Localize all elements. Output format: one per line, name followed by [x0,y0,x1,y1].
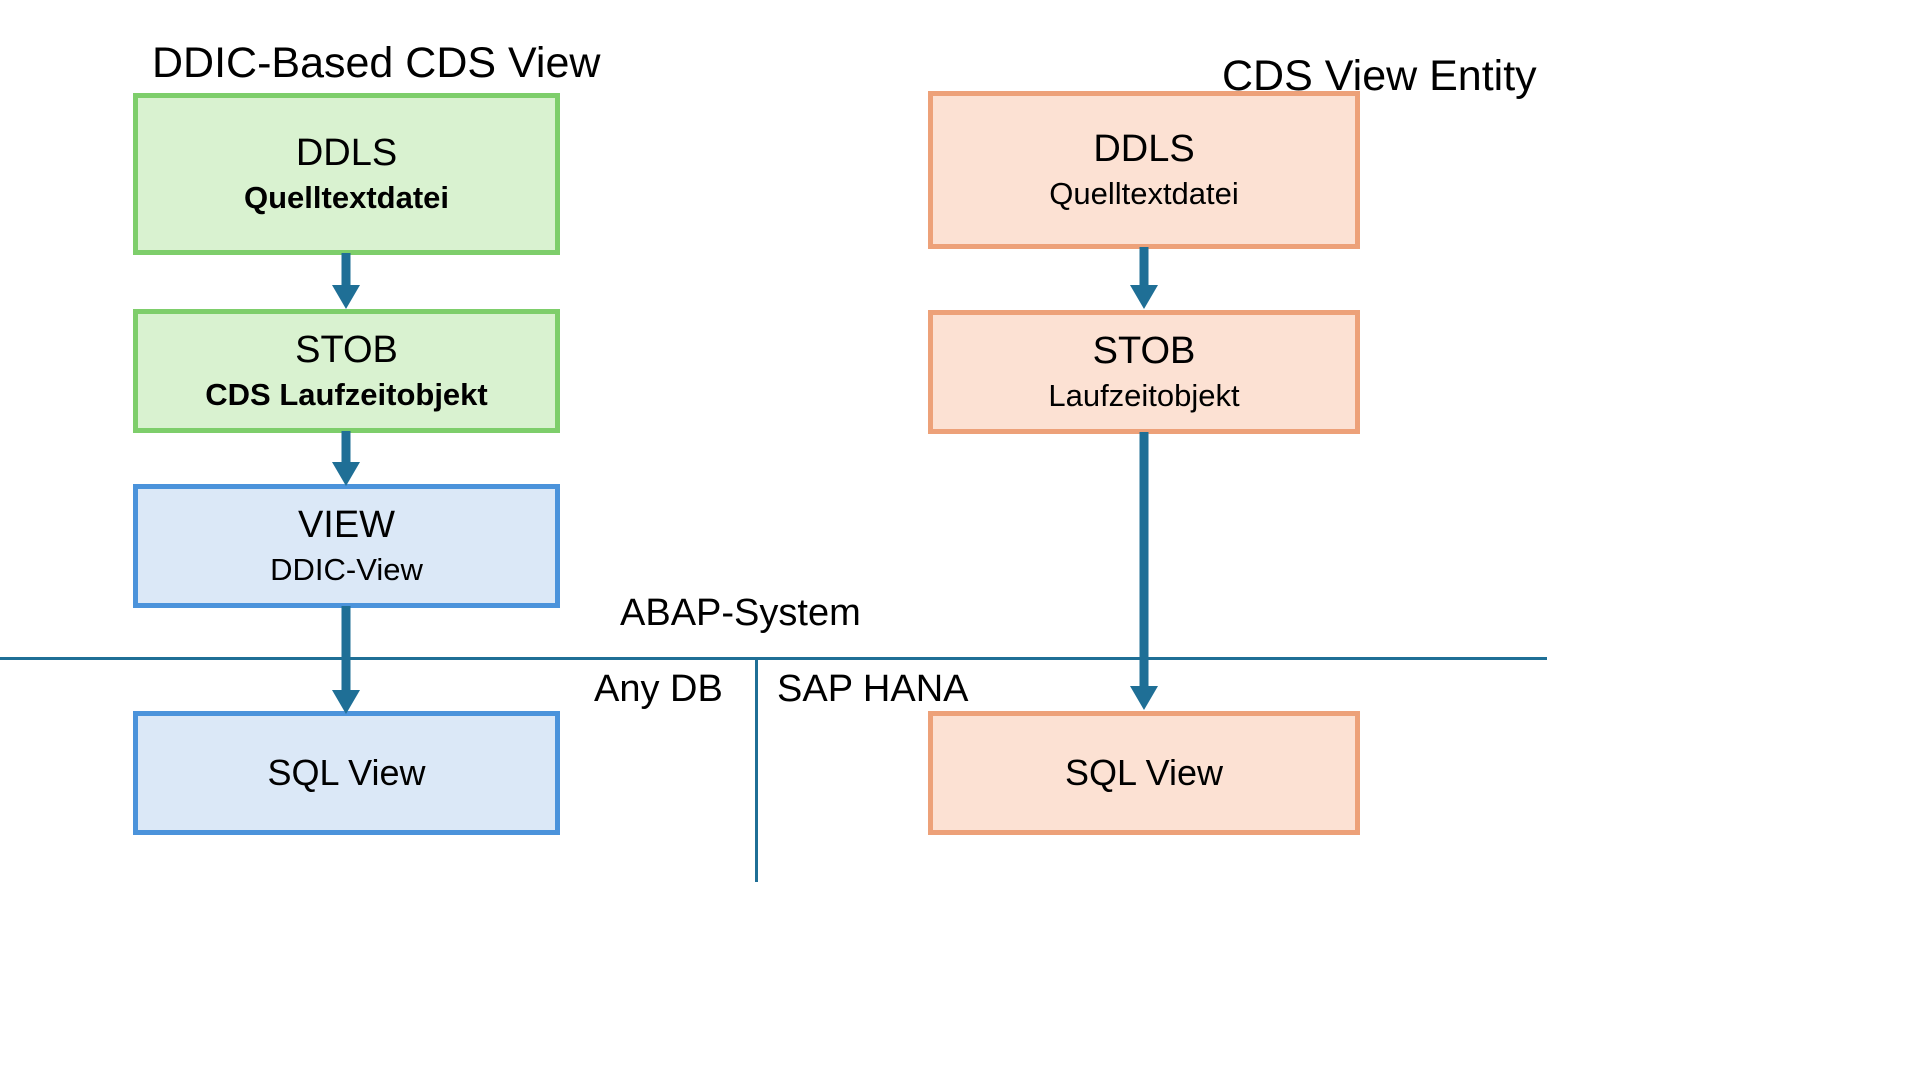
node-stob-left-subtitle: CDS Laufzeitobjekt [205,376,488,412]
node-stob-right-subtitle: Laufzeitobjekt [1048,377,1240,413]
node-stob-right-title: STOB [1092,330,1196,373]
node-sql-view-left[interactable]: SQL View [133,711,560,835]
node-sql-view-right[interactable]: SQL View [928,711,1360,835]
label-sap-hana: SAP HANA [777,668,969,710]
column-title-cds-view-entity: CDS View Entity [1222,52,1537,100]
abap-system-boundary-line [0,657,1547,660]
label-any-db: Any DB [594,668,723,710]
node-view-left-subtitle: DDIC-View [270,551,423,587]
database-split-line [755,657,758,882]
node-ddls-right-subtitle: Quelltextdatei [1049,175,1239,211]
node-ddls-left-subtitle: Quelltextdatei [244,179,449,215]
column-title-ddic-based-cds-view: DDIC-Based CDS View [152,39,601,87]
node-ddls-right-title: DDLS [1093,128,1195,171]
node-view-left-title: VIEW [297,504,396,547]
arrow-ddls-to-stob-right [1130,247,1158,309]
arrow-stob-to-sql-right [1130,432,1158,710]
label-abap-system: ABAP-System [620,592,861,634]
node-ddls-left-title: DDLS [295,132,398,175]
arrow-ddls-to-stob-left [332,253,360,309]
node-sql-view-left-title: SQL View [267,751,426,793]
node-stob-right[interactable]: STOB Laufzeitobjekt [928,310,1360,434]
node-view-left[interactable]: VIEW DDIC-View [133,484,560,608]
node-stob-left[interactable]: STOB CDS Laufzeitobjekt [133,309,560,433]
arrow-view-to-sql-left [332,606,360,714]
arrow-stob-to-view-left [332,431,360,486]
node-ddls-left[interactable]: DDLS Quelltextdatei [133,93,560,255]
node-ddls-right[interactable]: DDLS Quelltextdatei [928,91,1360,249]
node-stob-left-title: STOB [295,329,398,372]
node-sql-view-right-title: SQL View [1064,751,1224,793]
